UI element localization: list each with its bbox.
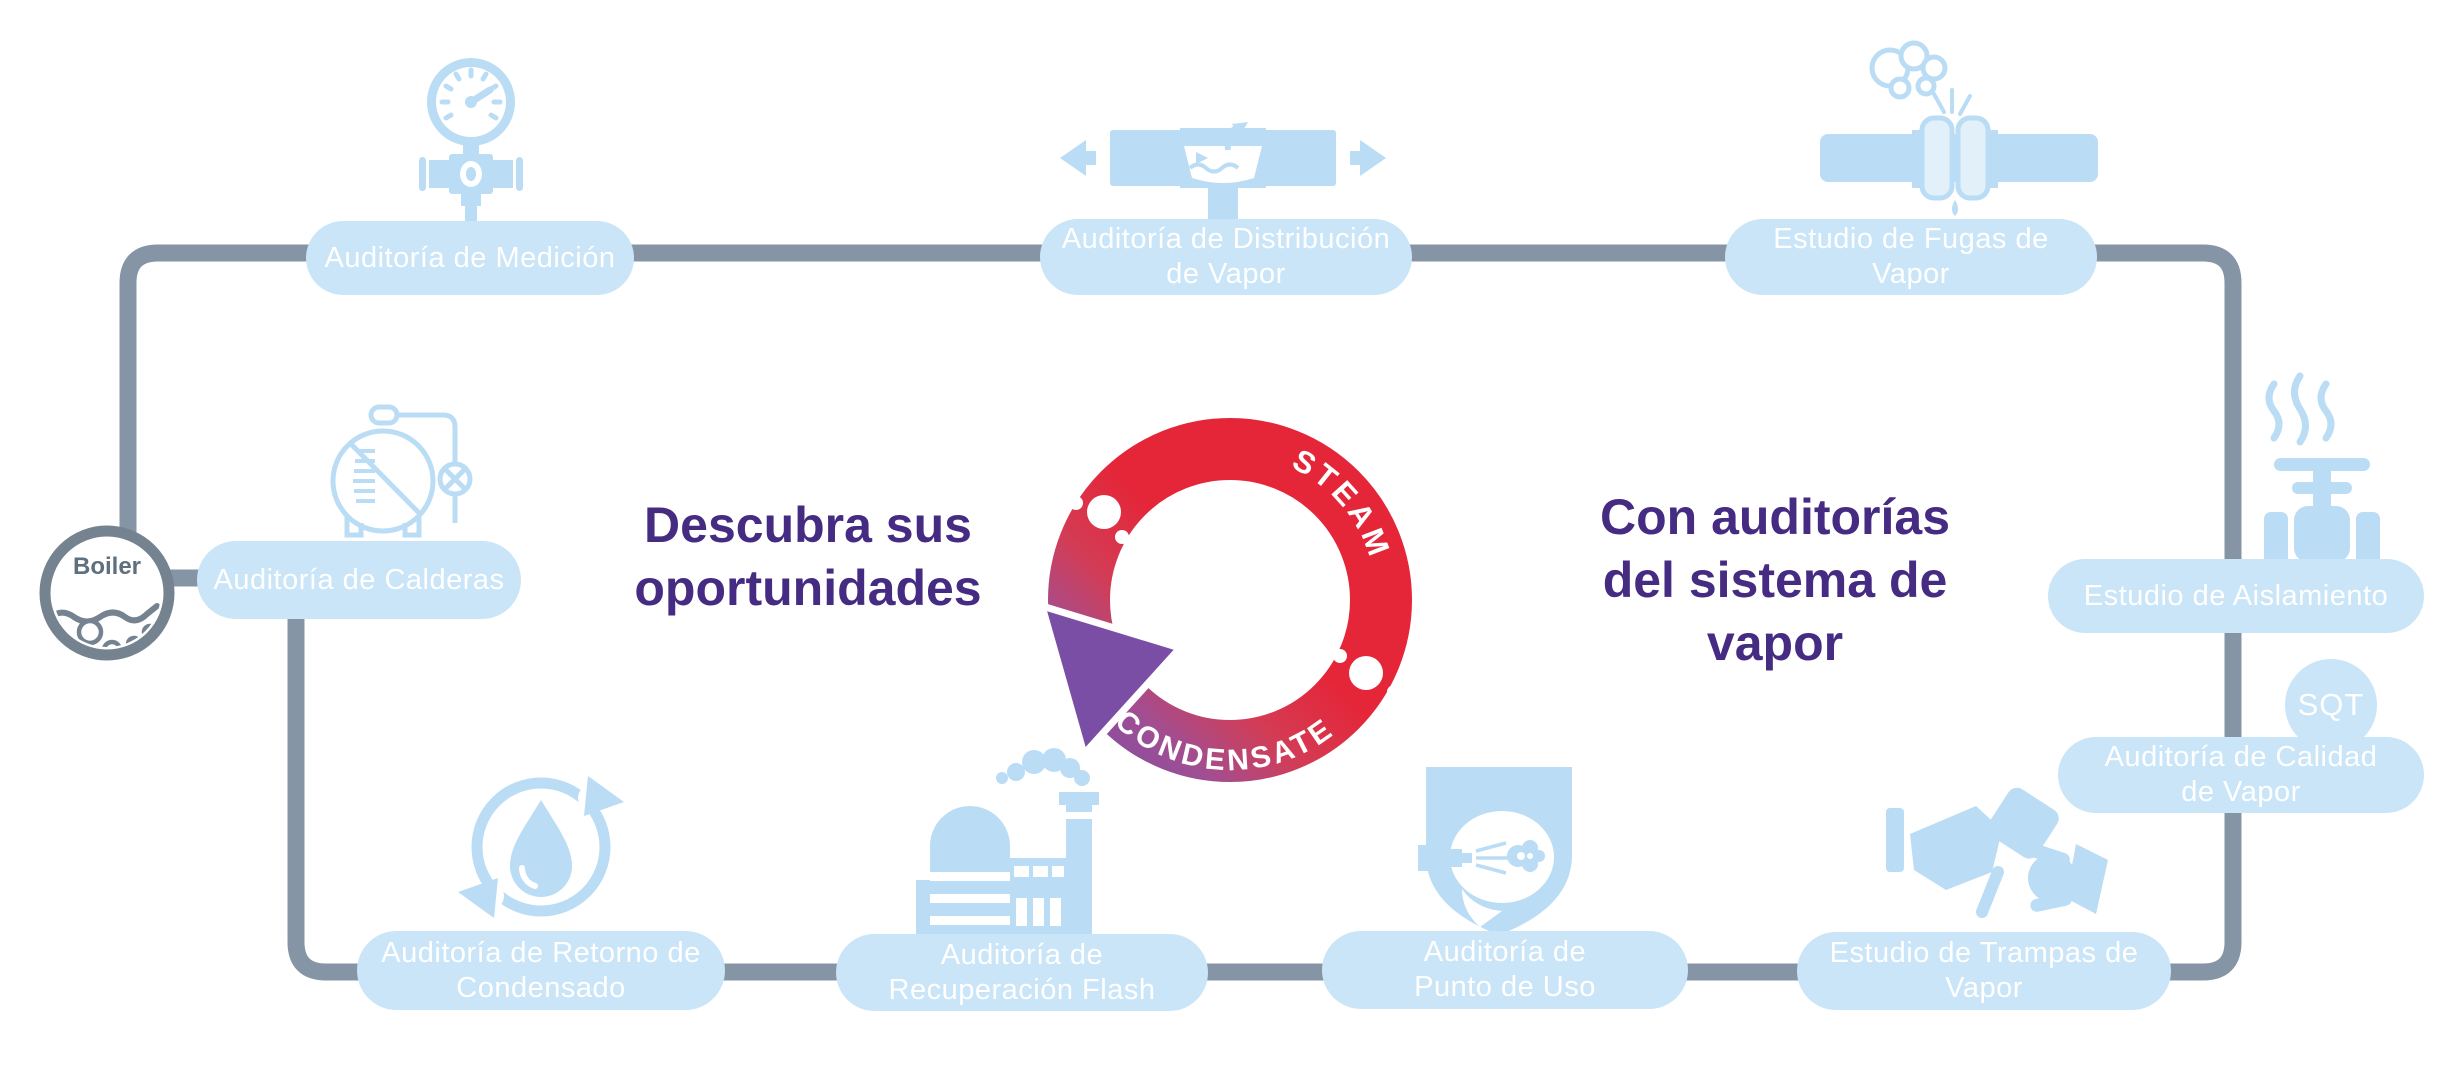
- shield-spray-nozzle-icon: [1418, 763, 1580, 939]
- boiler-circle: Boiler: [39, 525, 175, 661]
- node-pill-auditoria-medicion: Auditoría de Medición: [306, 221, 634, 295]
- pill-label: Estudio de Fugas de Vapor: [1773, 223, 2049, 290]
- steam-condensate-cycle: STEAM CONDENSATE: [1038, 418, 1412, 782]
- node-pill-estudio-fugas: Estudio de Fugas de Vapor: [1725, 219, 2097, 295]
- insulated-valve-steam-icon: [2252, 372, 2392, 568]
- cycle-arrowhead-icon: [1038, 602, 1184, 758]
- boiler-label: Boiler: [73, 553, 141, 580]
- cycle-node-top-left: [1087, 495, 1121, 529]
- node-pill-auditoria-punto-de-uso: Auditoría de Punto de Uso: [1322, 931, 1688, 1009]
- pill-label: Auditoría de Calderas: [213, 563, 505, 596]
- trap-testing-hands-icon: [1880, 786, 2110, 938]
- pill-label: Estudio de Trampas de Vapor: [1829, 937, 2139, 1004]
- node-pill-auditoria-retorno: Auditoría de Retorno de Condensado: [357, 931, 725, 1010]
- node-pill-auditoria-flash: Auditoría de Recuperación Flash: [836, 934, 1208, 1011]
- steam-leak-flange-icon: [1806, 38, 2112, 220]
- cycle-ring: [1048, 418, 1412, 782]
- node-pill-estudio-trampas: Estudio de Trampas de Vapor: [1797, 932, 2171, 1010]
- pill-label: Auditoría de Medición: [324, 241, 616, 274]
- headline-right: Con auditorías del sistema de vapor: [1599, 489, 1951, 671]
- pill-label: Auditoría de Punto de Uso: [1414, 936, 1596, 1003]
- pill-label: Auditoría de Recuperación Flash: [888, 938, 1156, 1006]
- pill-label: Auditoría de Retorno de Condensado: [381, 936, 701, 1004]
- boiler-tank-icon: [295, 393, 530, 545]
- node-pill-auditoria-calidad: Auditoría de Calidad de Vapor: [2058, 737, 2424, 813]
- node-pill-auditoria-distribucion: Auditoría de Distribución de Vapor: [1040, 219, 1412, 295]
- condensate-recycle-droplet-icon: [452, 758, 630, 936]
- headline-left: Descubra sus oportunidades: [634, 497, 982, 616]
- pressure-gauge-icon: [402, 56, 540, 222]
- node-pill-auditoria-calderas: Auditoría de Calderas: [197, 541, 521, 619]
- cycle-node-bottom-right: [1349, 656, 1383, 690]
- sqt-badge-label: SQT: [2297, 687, 2365, 722]
- pill-label: Estudio de Aislamiento: [2083, 579, 2389, 612]
- pill-label: Auditoría de Calidad de Vapor: [2104, 741, 2378, 808]
- steam-distribution-pipe-icon: [1056, 120, 1390, 220]
- node-pill-estudio-aislamiento: Estudio de Aislamiento: [2048, 559, 2424, 633]
- factory-flash-recovery-icon: [916, 746, 1111, 938]
- pill-label: Auditoría de Distribución de Vapor: [1061, 223, 1391, 290]
- sqt-badge: SQT: [2285, 659, 2377, 751]
